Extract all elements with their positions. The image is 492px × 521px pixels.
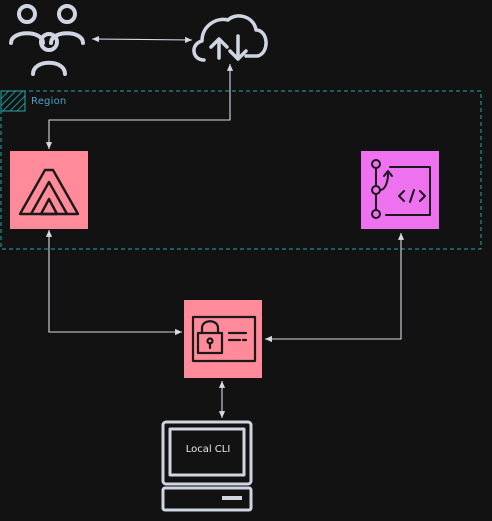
region-label: Region — [31, 96, 67, 107]
cloud-upload-download-icon — [192, 14, 268, 62]
amplify-service-tile — [10, 151, 88, 229]
edge-codecommit-credentials — [265, 233, 405, 343]
connectors — [45, 35, 405, 418]
codecommit-service-tile — [361, 151, 439, 229]
id-card-lock-icon — [191, 315, 257, 363]
computer-terminal-icon — [161, 420, 253, 512]
edge-amplify-credentials — [45, 230, 182, 336]
code-branch-icon — [371, 159, 431, 219]
credentials-service-tile — [184, 300, 262, 378]
amplify-icon — [18, 168, 80, 216]
users-group-icon — [9, 4, 85, 76]
edge-cloud-amplify — [45, 64, 234, 149]
edge-users-cloud — [91, 35, 193, 44]
region-boundary — [0, 90, 482, 250]
local-cli-label: Local CLI — [185, 444, 231, 455]
